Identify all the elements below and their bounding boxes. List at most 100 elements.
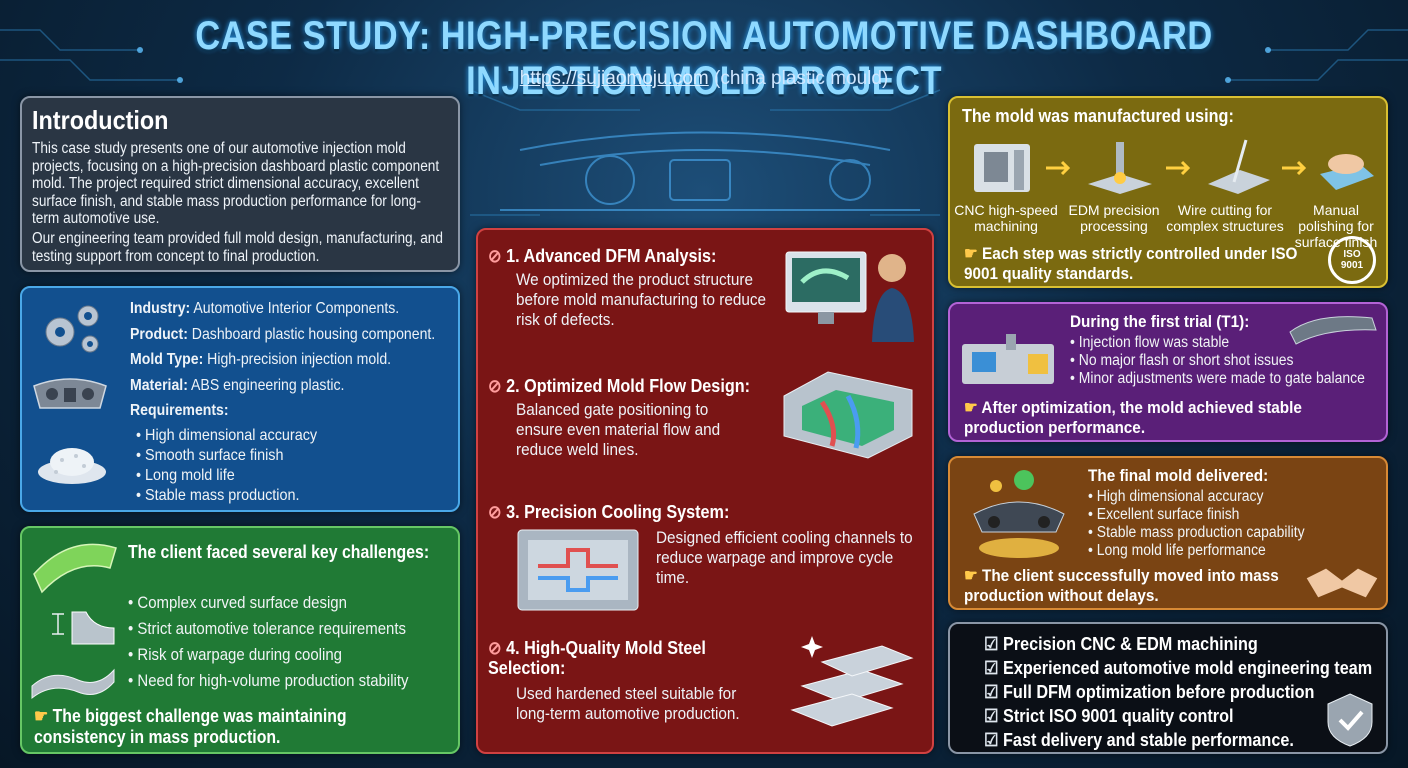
intro-paragraph-2: Our engineering team provided full mold … <box>32 230 443 265</box>
material-label: Material: <box>130 376 188 394</box>
final-note-text: The client successfully moved into mass … <box>964 566 1279 605</box>
list-item: • Stable mass production capability <box>1088 524 1305 541</box>
list-item: • Need for high-volume production stabil… <box>128 671 409 690</box>
check-icon: ☑ <box>984 682 999 702</box>
final-list: • High dimensional accuracy • Excellent … <box>1088 488 1305 560</box>
list-item: • Risk of warpage during cooling <box>128 645 342 664</box>
solution-2-text: Balanced gate positioning to ensure even… <box>516 400 721 459</box>
quality-shield-icon <box>1327 693 1373 747</box>
step-label: CNC high-speed machining <box>954 202 1058 234</box>
project-details: Industry: Automotive Interior Components… <box>130 296 458 424</box>
solution-1-text: We optimized the product structure befor… <box>516 270 767 329</box>
checklist: ☑ Precision CNC & EDM machining ☑ Experi… <box>984 632 1372 752</box>
list-item: ☑ Full DFM optimization before productio… <box>984 682 1315 702</box>
trial-panel: During the first trial (T1): • Injection… <box>948 302 1388 442</box>
product-value: Dashboard plastic housing component. <box>187 325 436 343</box>
intro-paragraph-1: This case study presents one of our auto… <box>32 140 440 227</box>
list-item: • Smooth surface finish <box>136 447 284 464</box>
product-row: Product: Dashboard plastic housing compo… <box>130 322 458 348</box>
list-item: • Injection flow was stable <box>1070 334 1230 351</box>
check-circle-icon: ⊘ <box>488 376 502 396</box>
check-circle-icon: ⊘ <box>488 638 502 658</box>
final-note: ☛ The client successfully moved into mas… <box>964 566 1306 606</box>
manufacturing-process-icons <box>974 139 1374 194</box>
pointing-hand-icon: ☛ <box>964 566 978 585</box>
intro-heading: Introduction <box>32 105 169 135</box>
website-link[interactable]: https://sujiaomoju.com <box>519 68 709 89</box>
warped-part-icon <box>31 668 115 700</box>
final-delivery-panel: The final mold delivered: • High dimensi… <box>948 456 1388 610</box>
pointing-hand-icon: ☛ <box>964 244 978 263</box>
list-item: • High dimensional accuracy <box>136 427 318 444</box>
plastic-pellets-icon <box>38 448 106 484</box>
introduction-panel: Introduction This case study presents on… <box>20 96 460 272</box>
iso-badge-icon: ISO 9001 <box>1328 236 1376 284</box>
requirements-list: • High dimensional accuracy • Smooth sur… <box>136 426 317 506</box>
injection-machine-icon <box>962 334 1054 384</box>
list-item: • Complex curved surface design <box>128 593 347 612</box>
industry-value: Automotive Interior Components. <box>190 300 400 317</box>
cnc-machine-icon <box>974 144 1030 192</box>
list-item: • Minor adjustments were made to gate ba… <box>1070 370 1365 387</box>
material-value: ABS engineering plastic. <box>187 376 345 394</box>
trial-list: • Injection flow was stable • No major f… <box>1070 334 1365 388</box>
check-icon: ☑ <box>984 634 999 654</box>
check-icon: ☑ <box>984 706 999 726</box>
advantages-checklist-panel: ☑ Precision CNC & EDM machining ☑ Experi… <box>948 622 1388 754</box>
pointing-hand-icon: ☛ <box>964 398 978 417</box>
handshake-icon <box>1305 567 1379 599</box>
gears-icon <box>45 305 99 353</box>
challenges-note: ☛ The biggest challenge was maintaining … <box>34 706 404 748</box>
cooling-system-icon <box>517 529 639 611</box>
manufacturing-note-text: Each step was strictly controlled under … <box>964 244 1298 283</box>
list-item: • Stable mass production. <box>136 487 300 504</box>
mold-type-row: Mold Type: High-precision injection mold… <box>130 347 458 373</box>
list-item: • Excellent surface finish <box>1088 506 1240 523</box>
pointing-hand-icon: ☛ <box>34 706 49 726</box>
manufacturing-heading: The mold was manufactured using: <box>962 106 1234 126</box>
list-item: • High dimensional accuracy <box>1088 488 1264 505</box>
url-suffix: (china plastic mould) <box>708 68 889 89</box>
challenges-list: • Complex curved surface design • Strict… <box>128 590 409 694</box>
solution-3-text: Designed efficient cooling channels to r… <box>656 528 913 587</box>
list-item: ☑ Experienced automotive mold engineerin… <box>984 658 1373 678</box>
check-icon: ☑ <box>984 730 999 750</box>
requirements-label: Requirements: <box>130 402 229 419</box>
curved-surface-icon <box>33 543 117 594</box>
mold-flow-icon <box>783 371 913 459</box>
website-url: https://sujiaomoju.com (china plastic mo… <box>0 68 1408 90</box>
check-circle-icon: ⊘ <box>488 246 502 266</box>
tolerance-icon <box>52 611 115 645</box>
solution-2-title: ⊘ 2. Optimized Mold Flow Design: <box>488 376 751 396</box>
list-item: • Long mold life <box>136 467 235 484</box>
list-item: • No major flash or short shot issues <box>1070 352 1294 369</box>
list-item: ☑ Fast delivery and stable performance. <box>984 730 1294 750</box>
solution-3-title: ⊘ 3. Precision Cooling System: <box>488 502 730 522</box>
molded-part-icon <box>1289 316 1377 345</box>
steel-blocks-icon <box>790 636 914 727</box>
dashboard-part-icon <box>33 378 107 409</box>
challenges-panel: The client faced several key challenges:… <box>20 526 460 754</box>
dashboard-hologram-icon <box>500 131 920 211</box>
engineer-computer-icon <box>785 251 914 342</box>
solution-4-title: ⊘ 4. High-Quality Mold Steel Selection: <box>488 638 706 678</box>
industry-label: Industry: <box>130 300 191 317</box>
list-item: • Long mold life performance <box>1088 542 1266 559</box>
product-label: Product: <box>130 325 188 343</box>
mold-type-label: Mold Type: <box>130 351 204 368</box>
final-heading: The final mold delivered: <box>1088 466 1269 485</box>
trial-note: ☛ After optimization, the mold achieved … <box>964 398 1324 438</box>
trial-heading: During the first trial (T1): <box>1070 312 1250 331</box>
mold-type-value: High-precision injection mold. <box>203 351 392 368</box>
wire-cutting-icon <box>1208 139 1270 194</box>
industry-row: Industry: Automotive Interior Components… <box>130 296 458 322</box>
solution-4-text: Used hardened steel suitable for long-te… <box>516 684 740 723</box>
check-circle-icon: ⊘ <box>488 502 502 522</box>
step-label: EDM precision processing <box>1068 202 1160 234</box>
project-info-panel: Industry: Automotive Interior Components… <box>20 286 460 512</box>
solution-1-title: ⊘ 1. Advanced DFM Analysis: <box>488 246 717 266</box>
list-item: ☑ Strict ISO 9001 quality control <box>984 706 1234 726</box>
manufacturing-note: ☛ Each step was strictly controlled unde… <box>964 244 1315 284</box>
manufacturing-panel: The mold was manufactured using: CNC hig… <box>948 96 1388 288</box>
delivered-part-icon <box>973 470 1065 558</box>
